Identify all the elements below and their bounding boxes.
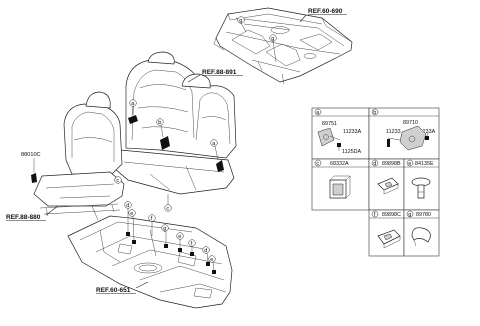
cell-b-part-3[interactable]: 11233A xyxy=(417,129,436,135)
callout-a-1-label: a xyxy=(131,101,135,107)
cell-e-letter: e xyxy=(408,161,411,167)
callout-a-2 xyxy=(210,139,218,147)
part-seat-back-fastener[interactable]: 88010C xyxy=(21,152,41,158)
callout-b xyxy=(156,118,164,126)
rear-seat-assembly xyxy=(113,51,237,195)
cell-d-part[interactable]: 89898B xyxy=(382,161,401,167)
callout-b-label: b xyxy=(158,120,161,126)
cell-f-part[interactable]: 89898C xyxy=(382,212,401,218)
cell-c-clip-icon xyxy=(329,175,351,199)
cell-g-letter-icon xyxy=(406,210,414,218)
cell-b-letter: b xyxy=(373,110,376,116)
cell-b-part-2[interactable]: 11233 xyxy=(386,129,401,135)
cell-a-part-2[interactable]: 11233A xyxy=(343,129,362,135)
callout-c-rear-label: c xyxy=(166,206,169,212)
floor-panel-assembly xyxy=(67,215,233,309)
cell-g-letter: g xyxy=(408,212,411,218)
callout-a-2-label: a xyxy=(212,141,216,147)
ref-rear-seat[interactable]: REF.88-891 xyxy=(202,69,237,76)
callout-e-floor-1 xyxy=(128,209,136,217)
cell-a-part-3[interactable]: 1125DA xyxy=(342,149,361,155)
cell-b-part-1[interactable]: 89710 xyxy=(403,120,418,126)
callout-c-front-label: c xyxy=(116,178,119,184)
cell-e-plug-icon xyxy=(411,177,431,199)
callout-e-floor-3 xyxy=(208,255,216,263)
cell-c-letter: c xyxy=(316,161,319,167)
ref-front-seat[interactable]: REF.88-880 xyxy=(6,214,41,221)
cell-d-letter-icon xyxy=(371,159,379,167)
cell-g-part[interactable]: 89780 xyxy=(416,212,431,218)
cell-a-part-1[interactable]: 89751 xyxy=(322,121,337,127)
callout-f-floor-1-label: f xyxy=(151,216,153,222)
cell-f-letter: f xyxy=(374,212,376,218)
callout-e-floor-1-label: e xyxy=(130,211,133,217)
cell-b-letter-icon xyxy=(371,108,379,116)
cell-d-retainer-icon xyxy=(377,177,399,195)
cell-f-clip-icon xyxy=(377,229,401,249)
cell-e-part[interactable]: 84135E xyxy=(415,161,434,167)
cell-f-letter-icon xyxy=(371,210,379,218)
callout-g-floor xyxy=(161,224,169,232)
callout-f-floor-2-label: f xyxy=(191,241,193,247)
front-seat-assembly xyxy=(31,91,125,221)
callout-g-floor-label: g xyxy=(163,226,166,232)
callout-d-floor-1-label: d xyxy=(126,203,129,209)
callout-g-tray-2-label: g xyxy=(271,36,274,42)
callout-d-floor-2-label: d xyxy=(204,248,207,254)
cell-a-letter: a xyxy=(316,110,320,116)
cell-d-letter: d xyxy=(373,161,376,167)
cell-g-hook-icon xyxy=(411,227,431,247)
ref-floor-panel[interactable]: REF.60-651 xyxy=(96,287,131,294)
cell-a-bracket-icon xyxy=(317,127,341,151)
cell-e-letter-icon xyxy=(406,159,414,167)
cell-g xyxy=(403,209,440,257)
cell-c-part[interactable]: 68332A xyxy=(330,161,349,167)
cell-c-letter-icon xyxy=(314,159,322,167)
callout-e-floor-2-label: e xyxy=(178,234,181,240)
ref-package-tray[interactable]: REF.60-690 xyxy=(308,8,343,15)
package-tray-assembly xyxy=(213,7,353,85)
cell-a-letter-icon xyxy=(314,108,322,116)
cell-b-bracket-icon xyxy=(387,125,429,151)
callout-c-front xyxy=(114,176,122,184)
callout-g-tray-label: g xyxy=(239,18,242,24)
callout-e-floor-3-label: e xyxy=(210,257,213,263)
callout-d-floor-2 xyxy=(202,246,210,254)
